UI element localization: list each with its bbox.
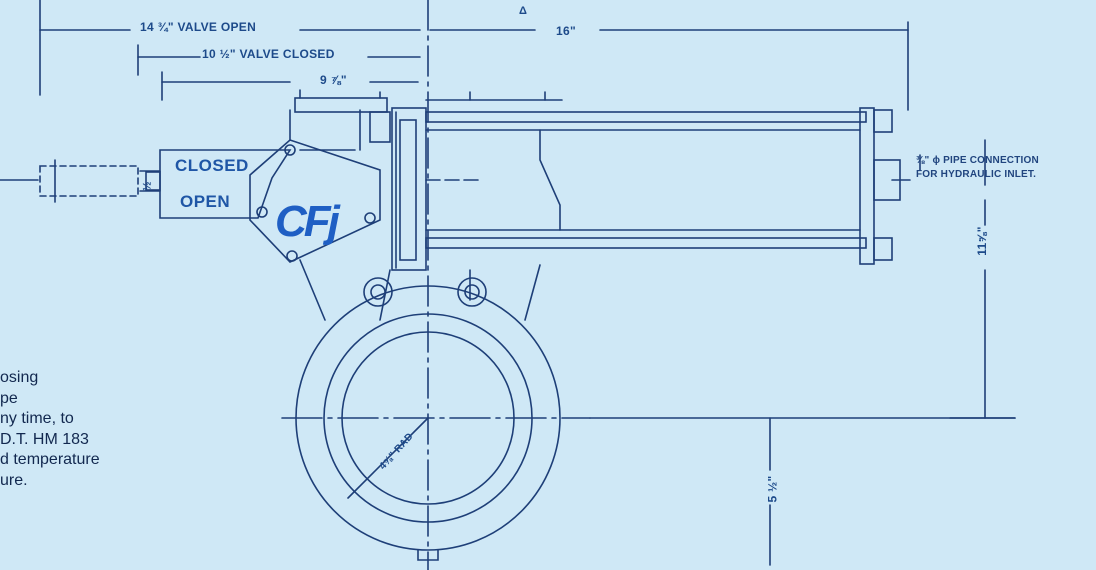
dim-sixteen: 16"	[556, 24, 576, 38]
dim-valve-open: 14 ¾" VALVE OPEN	[140, 20, 257, 34]
cfj-logo: CFj	[275, 197, 344, 246]
pipe-note-line1: ⅜" ϕ PIPE CONNECTION	[916, 155, 1039, 166]
body-line: ure.	[0, 471, 28, 489]
pipe-note-line2: FOR HYDRAULIC INLET.	[916, 169, 1037, 180]
dim-delta: Δ	[519, 5, 528, 17]
dim-five: 5 ½"	[765, 475, 780, 503]
body-line: ny time, to	[0, 410, 74, 427]
body-text: osing pe ny time, to D.T. HM 183 d tempe…	[0, 368, 200, 491]
body-line: pe	[0, 389, 18, 407]
body-line: d temperature	[0, 451, 100, 468]
body-line: osing	[0, 369, 39, 386]
dim-nine: 9 ⅞"	[320, 73, 347, 87]
logo-text: CFj	[275, 197, 341, 246]
dim-valve-closed: 10 ½" VALVE CLOSED	[202, 47, 335, 61]
label-closed: CLOSED	[175, 156, 249, 175]
dim-small: ½	[141, 181, 154, 191]
label-open: OPEN	[180, 192, 231, 211]
dim-eleven: 11⅝"	[974, 226, 989, 256]
body-line: D.T. HM 183	[0, 430, 89, 448]
